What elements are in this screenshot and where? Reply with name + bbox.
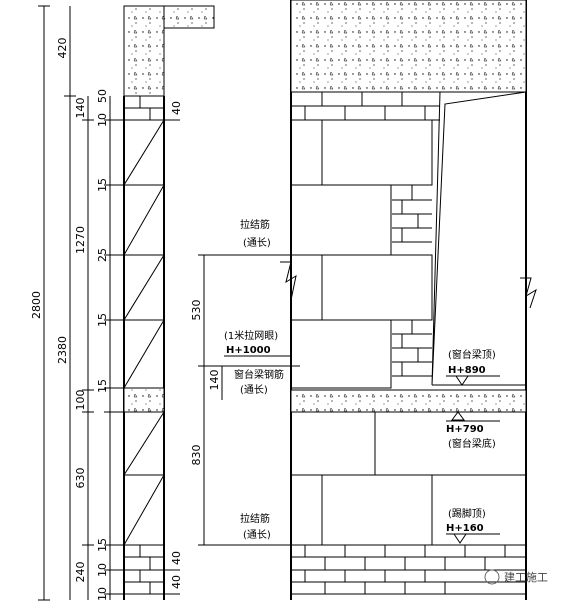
seg-50: 50 [96, 89, 109, 103]
top-brick-courses [124, 96, 164, 121]
window-opening-edge [431, 91, 527, 386]
aac-blocks-upper [290, 119, 433, 389]
elev-h790: H+790 [446, 424, 484, 435]
seg-25: 25 [96, 248, 109, 262]
slab-elevation [290, 0, 527, 93]
slab-section [123, 5, 165, 97]
small-bricks [392, 185, 432, 377]
seg-10-a: 10 [96, 113, 109, 127]
seg-15-a: 15 [96, 178, 109, 192]
break-line-right [520, 277, 537, 309]
note-sill-beam-top: (窗台梁顶) [448, 348, 496, 361]
dim-530: 530 [190, 300, 203, 321]
dim-140-mid: 140 [208, 370, 221, 391]
note-tie-bar-top: 拉结筋 [240, 218, 270, 231]
dim-420: 420 [56, 38, 69, 59]
dim-ticks [38, 5, 94, 601]
elev-marker-160 [453, 533, 467, 544]
note-window-beam-rebar: 窗台梁钢筋 [234, 368, 284, 381]
seg-40-b: 40 [170, 551, 183, 565]
seg-15-c: 15 [96, 379, 109, 393]
note-tie-bar-bottom: 拉结筋 [240, 512, 270, 525]
dim-1270: 1270 [74, 226, 87, 254]
watermark-text: 建工施工 [504, 570, 548, 584]
slab-overhang [163, 5, 215, 29]
bottom-brick-rows [291, 545, 526, 595]
middle-annotations: 530 140 830 拉结筋 (通长) (1米拉网眼) H+1000 窗台梁钢… [190, 218, 300, 546]
watermark: 建工施工 [484, 569, 548, 585]
dim-2380: 2380 [56, 336, 69, 364]
note-window-beam-rebar-sub: (通长) [240, 384, 268, 396]
bottom-brick-courses [124, 545, 164, 595]
left-section: 2800 420 2380 140 1270 100 630 240 50 10… [30, 5, 215, 601]
break-line-left [280, 261, 297, 301]
dim-240: 240 [74, 562, 87, 583]
seg-40-c: 40 [170, 575, 183, 589]
dim-830: 830 [190, 445, 203, 466]
tie-bars-left [104, 119, 180, 595]
dim-100: 100 [74, 390, 87, 411]
right-elevation: (窗台梁顶) H+890 H+790 (窗台梁底) (踢脚顶) H+160 [280, 0, 537, 600]
sill-beam-section [123, 387, 165, 413]
aac-blocks-lower [291, 412, 526, 546]
seg-10-b: 10 [96, 563, 109, 577]
note-skirting-top: (踢脚顶) [448, 507, 486, 520]
watermark-logo-icon [484, 569, 500, 585]
note-tie-bar-bottom-sub: (通长) [243, 529, 271, 541]
dim-total: 2800 [30, 291, 43, 319]
sill-beam-elevation [290, 389, 527, 413]
note-sill-beam-bottom: (窗台梁底) [448, 437, 496, 450]
note-steel-mesh: (1米拉网眼) [224, 329, 278, 342]
elev-h1000: H+1000 [226, 345, 271, 356]
elev-marker-790 [451, 411, 465, 421]
seg-15-b: 15 [96, 313, 109, 327]
seg-10-c: 10 [96, 587, 109, 601]
dim-140-top: 140 [74, 98, 87, 119]
elev-h890: H+890 [448, 365, 486, 376]
elev-h160: H+160 [446, 523, 484, 534]
dim-630: 630 [74, 468, 87, 489]
top-brick-rows [291, 92, 440, 121]
elev-marker-890 [455, 375, 469, 386]
seg-15-d: 15 [96, 538, 109, 552]
note-tie-bar-top-sub: (通长) [243, 237, 271, 249]
seg-40-a: 40 [170, 101, 183, 115]
block-diagonals [123, 119, 165, 546]
